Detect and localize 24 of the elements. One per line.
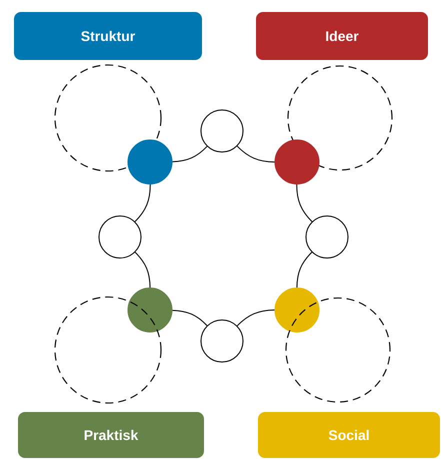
category-label: Praktisk — [18, 412, 204, 458]
dashed-circle — [54, 296, 162, 404]
ring-circle — [200, 320, 244, 362]
ring-arc — [172, 146, 208, 162]
ring-circle — [306, 216, 348, 258]
ring-arc — [296, 184, 312, 222]
ring-circle — [128, 140, 172, 184]
ring-circle — [128, 288, 172, 332]
category-label: Struktur — [14, 12, 202, 60]
ring-circle — [274, 140, 320, 184]
ring-arc — [236, 310, 275, 326]
dashed-circle — [285, 297, 391, 403]
ring-arc — [134, 184, 151, 222]
dashed-circle — [287, 65, 393, 171]
category-label: Social — [258, 412, 440, 458]
ring-circle — [274, 288, 320, 332]
ring-circle — [98, 216, 142, 258]
dashed-circle — [54, 64, 162, 172]
category-label: Ideer — [256, 12, 428, 60]
ring-arc — [296, 252, 312, 288]
ring-arc — [134, 252, 151, 288]
ring-arc — [172, 310, 208, 326]
ring-arc — [236, 146, 275, 163]
ring-circle — [200, 110, 244, 152]
